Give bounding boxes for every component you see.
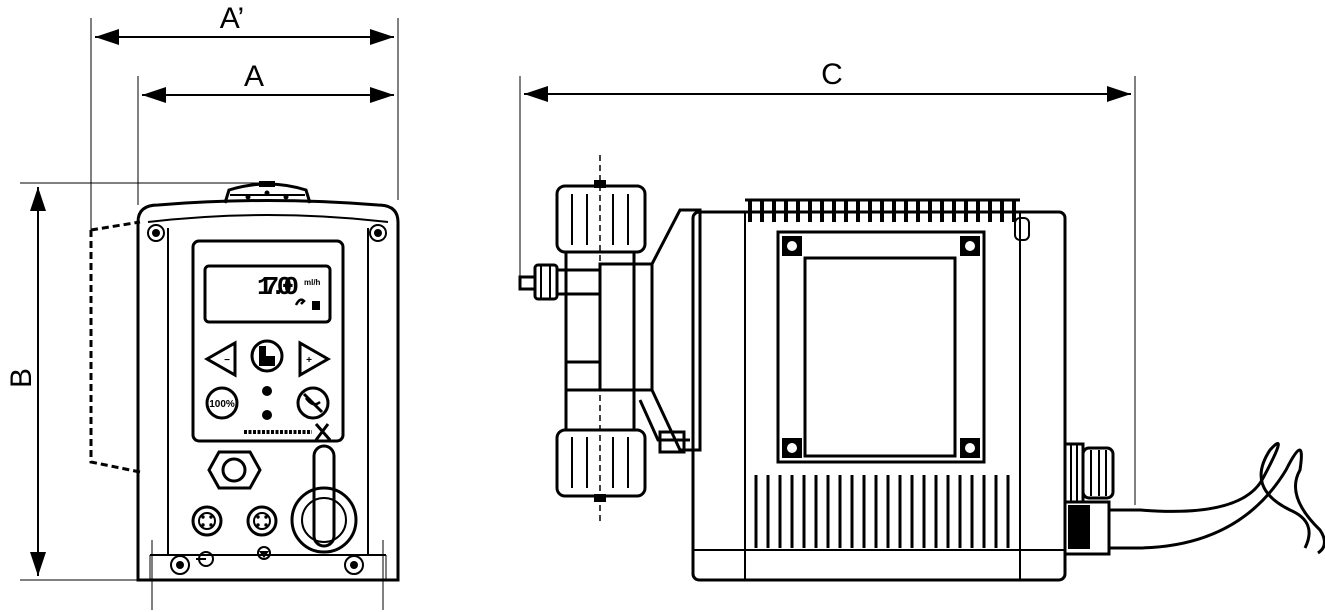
lcd-unit: ml/h bbox=[304, 278, 321, 287]
vent-symbol bbox=[257, 546, 271, 560]
led-indicator-1 bbox=[262, 386, 272, 396]
hundred-percent-label: 100% bbox=[209, 399, 235, 410]
start-stop-button[interactable] bbox=[250, 339, 284, 373]
power-cable bbox=[1109, 442, 1311, 549]
screw-bottom-right bbox=[344, 555, 364, 575]
led-indicator-2 bbox=[262, 410, 272, 420]
screw-top-right bbox=[369, 224, 387, 242]
right-arrow-button[interactable]: + bbox=[298, 340, 332, 378]
top-valve bbox=[555, 180, 647, 254]
top-knob bbox=[223, 181, 312, 204]
motor-housing bbox=[691, 210, 1067, 582]
bottom-valve bbox=[555, 428, 647, 502]
cooling-fins-bottom bbox=[754, 475, 1010, 548]
grundfos-logo bbox=[244, 423, 332, 441]
dimension-label-b: B bbox=[5, 368, 38, 388]
right-button-symbol: + bbox=[306, 355, 312, 366]
drop-icon bbox=[294, 298, 306, 306]
dimension-label-c: C bbox=[821, 58, 843, 91]
side-cover-plate bbox=[776, 230, 986, 464]
side-view bbox=[518, 155, 1325, 582]
manual-button[interactable] bbox=[296, 386, 330, 420]
stroke-adjust-knob[interactable] bbox=[290, 444, 358, 554]
dimension-lines bbox=[20, 18, 1136, 610]
drain-fitting bbox=[658, 430, 686, 454]
left-arrow-button[interactable]: − bbox=[203, 340, 237, 378]
left-button-symbol: − bbox=[224, 355, 230, 366]
front-view: 17.00 ml/h − + 100% bbox=[89, 181, 400, 582]
dosing-head bbox=[564, 252, 636, 430]
screw-bottom-left bbox=[170, 555, 190, 575]
cable-gland-front bbox=[207, 450, 262, 490]
stop-indicator-icon bbox=[312, 301, 320, 310]
lcd-display bbox=[203, 264, 332, 324]
bleed-valve bbox=[518, 263, 600, 301]
cable-glands-side bbox=[1063, 442, 1115, 556]
pump-housing-front bbox=[136, 199, 400, 582]
screw-top-left bbox=[147, 224, 165, 242]
connector-left bbox=[191, 505, 223, 537]
connector-right bbox=[246, 505, 278, 537]
lcd-reading: 17.00 bbox=[257, 272, 299, 302]
dimension-label-a: A bbox=[244, 60, 264, 93]
dimension-label-a-prime: A’ bbox=[220, 2, 244, 35]
drain-port bbox=[196, 551, 214, 567]
hundred-percent-button[interactable]: 100% bbox=[205, 386, 239, 420]
control-panel bbox=[191, 239, 345, 443]
cooling-fins-top bbox=[748, 200, 1016, 222]
